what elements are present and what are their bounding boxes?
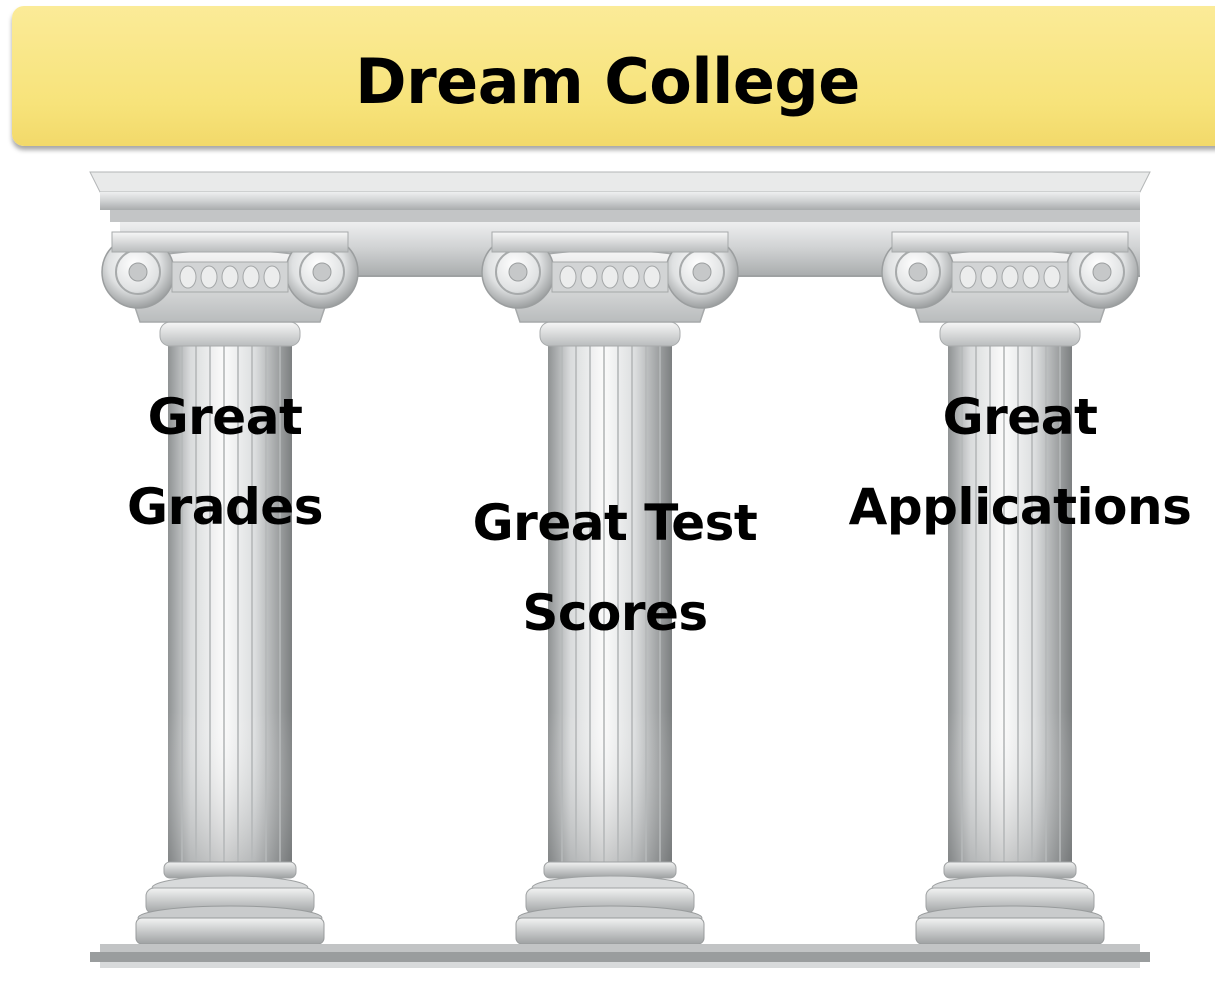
pillar-applications [881, 231, 1139, 945]
pillar-label-line: Scores [522, 584, 708, 642]
temple-floor [90, 944, 1150, 968]
title-banner [12, 6, 1215, 146]
pillar-label-line: Grades [127, 478, 323, 536]
diagram-title: Dream College [355, 45, 860, 118]
pillar-label-grades: Great Grades [70, 372, 380, 552]
pillar-label-line: Applications [848, 478, 1192, 536]
pillar-label-line: Great [942, 388, 1098, 446]
pillar-label-applications: Great Applications [815, 372, 1215, 552]
pillar-label-line: Great Test [472, 494, 758, 552]
pillar-label-test-scores: Great Test Scores [430, 478, 800, 658]
pillar-label-line: Great [147, 388, 303, 446]
pillar-grades [101, 231, 359, 945]
